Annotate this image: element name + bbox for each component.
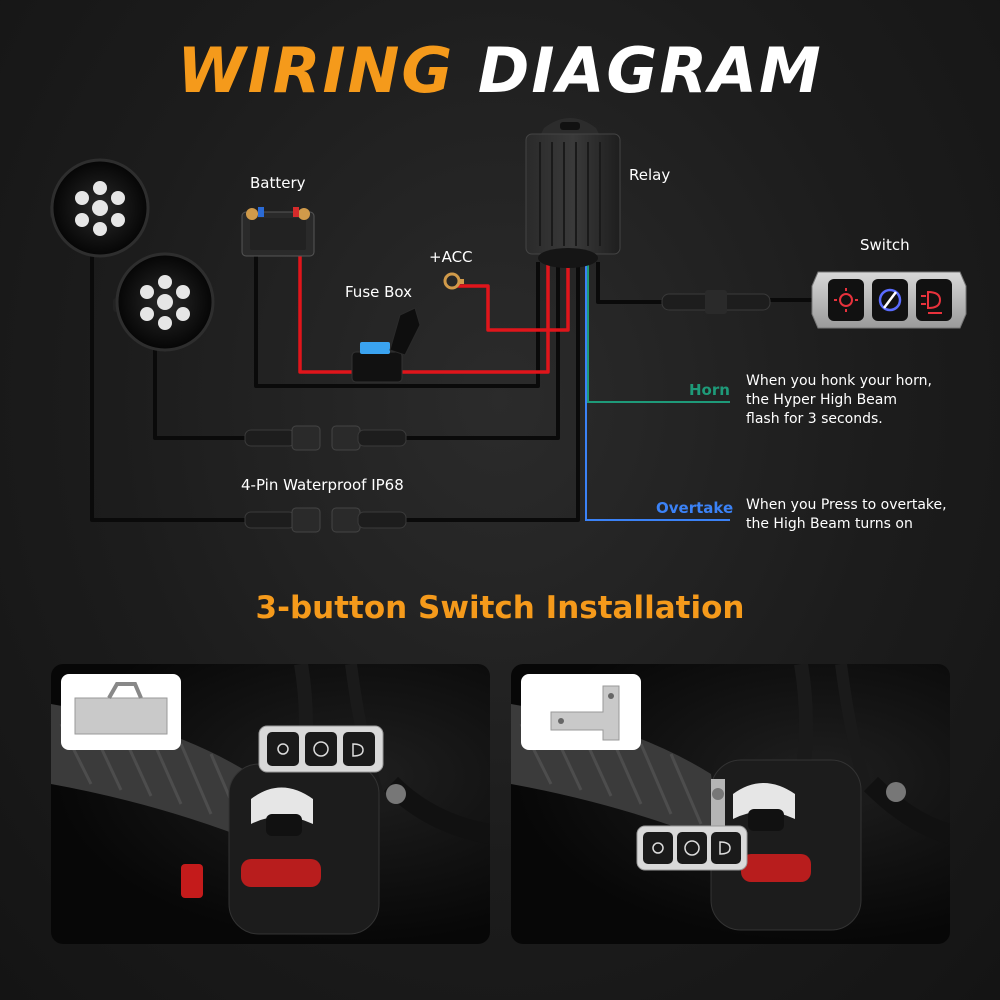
title-accent: WIRING <box>177 34 455 107</box>
wiring-diagram: Battery Relay Switch +ACC Fuse Box 4-Pin… <box>50 118 967 533</box>
three-button-switch <box>811 271 967 329</box>
light-icon <box>834 288 858 312</box>
overtake-note-line-2: the High Beam turns on <box>746 516 913 532</box>
page-title: WIRING DIAGRAM <box>0 36 1000 106</box>
connector-lower <box>244 507 407 533</box>
acc-label: +ACC <box>429 248 473 266</box>
install-photo-right <box>511 664 950 944</box>
battery-label: Battery <box>250 174 306 192</box>
acc-terminal <box>443 272 464 290</box>
overtake-label: Overtake <box>656 499 733 517</box>
led-light-left <box>50 158 150 258</box>
horn-note-line-1: When you honk your horn, <box>746 373 932 389</box>
switch-label: Switch <box>860 236 910 254</box>
mounted-switch-left <box>258 725 384 773</box>
fuse-box <box>351 307 421 383</box>
led-light-right <box>113 252 215 352</box>
black-wires <box>90 228 818 522</box>
bracket-inset-left <box>61 674 181 750</box>
title-main: DIAGRAM <box>477 34 823 107</box>
horn-note-line-2: the Hyper High Beam <box>746 392 897 408</box>
switch-cable-connector <box>661 290 771 314</box>
red-wires <box>298 232 570 374</box>
horn-note-line-3: flash for 3 seconds. <box>746 411 883 427</box>
high-beam-icon <box>878 288 902 312</box>
install-photo-left <box>51 664 490 944</box>
bracket-inset-right <box>521 674 641 750</box>
overtake-note-line-1: When you Press to overtake, <box>746 497 947 513</box>
fuse-box-label: Fuse Box <box>345 283 412 301</box>
installation-subtitle: 3-button Switch Installation <box>255 590 745 626</box>
relay-label: Relay <box>629 166 670 184</box>
relay-box <box>525 118 621 268</box>
connector-upper <box>244 425 407 451</box>
fog-light-icon <box>921 290 942 314</box>
horn-wire <box>587 262 730 403</box>
overtake-wire <box>585 262 730 521</box>
connector-label: 4-Pin Waterproof IP68 <box>241 476 404 494</box>
battery <box>241 207 315 257</box>
mounted-switch-right <box>636 825 748 871</box>
horn-label: Horn <box>689 381 730 399</box>
